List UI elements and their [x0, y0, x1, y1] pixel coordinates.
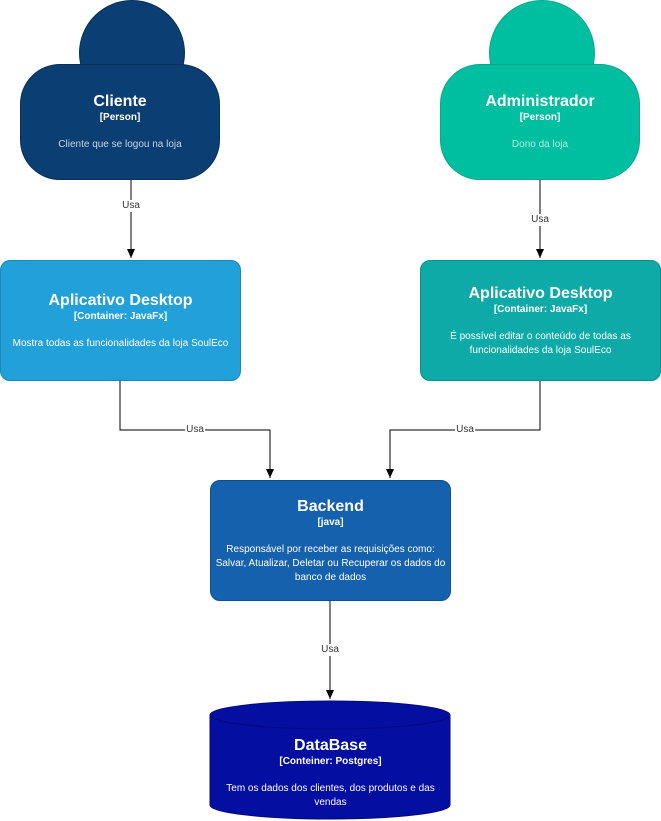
app-client-tech: [Container: JavaFx]	[73, 310, 168, 322]
edge-label-backend: Usa	[320, 644, 340, 656]
client-tech: [Person]	[99, 112, 141, 123]
database-node[interactable]: DataBase [Conteiner: Postgres] Tem os da…	[210, 728, 451, 818]
app-client-title: Aplicativo Desktop	[48, 291, 193, 309]
edge-label-appclient: Usa	[185, 424, 205, 436]
edge-label-client: Usa	[121, 200, 141, 212]
app-admin-container[interactable]: Aplicativo Desktop [Container: JavaFx] É…	[420, 260, 661, 381]
admin-tech: [Person]	[519, 112, 561, 123]
backend-container[interactable]: Backend [java] Responsável por receber a…	[210, 480, 451, 601]
edge-label-admin: Usa	[530, 214, 550, 226]
app-admin-title: Aplicativo Desktop	[468, 284, 613, 302]
database-title: DataBase	[294, 737, 367, 754]
client-title: Cliente	[93, 93, 147, 110]
admin-person-node[interactable]: Administrador [Person] Dono da loja	[440, 64, 640, 180]
app-client-container[interactable]: Aplicativo Desktop [Container: JavaFx] M…	[0, 260, 241, 381]
database-tech: [Conteiner: Postgres]	[279, 756, 382, 767]
backend-tech: [java]	[317, 516, 344, 528]
admin-title: Administrador	[485, 93, 595, 110]
app-admin-tech: [Container: JavaFx]	[493, 303, 588, 315]
admin-desc: Dono da loja	[511, 139, 569, 150]
app-admin-desc: É possível editar o conteúdo de todas as…	[450, 330, 631, 356]
backend-desc: Responsável por receber as requisições c…	[215, 543, 446, 583]
app-client-desc: Mostra todas as funcionalidades da loja …	[12, 337, 229, 349]
backend-title: Backend	[297, 497, 364, 515]
client-person-node[interactable]: Cliente [Person] Cliente que se logou na…	[20, 64, 220, 180]
database-desc: Tem os dados dos clientes, dos produtos …	[226, 783, 435, 808]
edge-label-appadmin: Usa	[455, 424, 475, 436]
database-cylinder	[209, 700, 451, 820]
client-desc: Cliente que se logou na loja	[58, 139, 182, 150]
